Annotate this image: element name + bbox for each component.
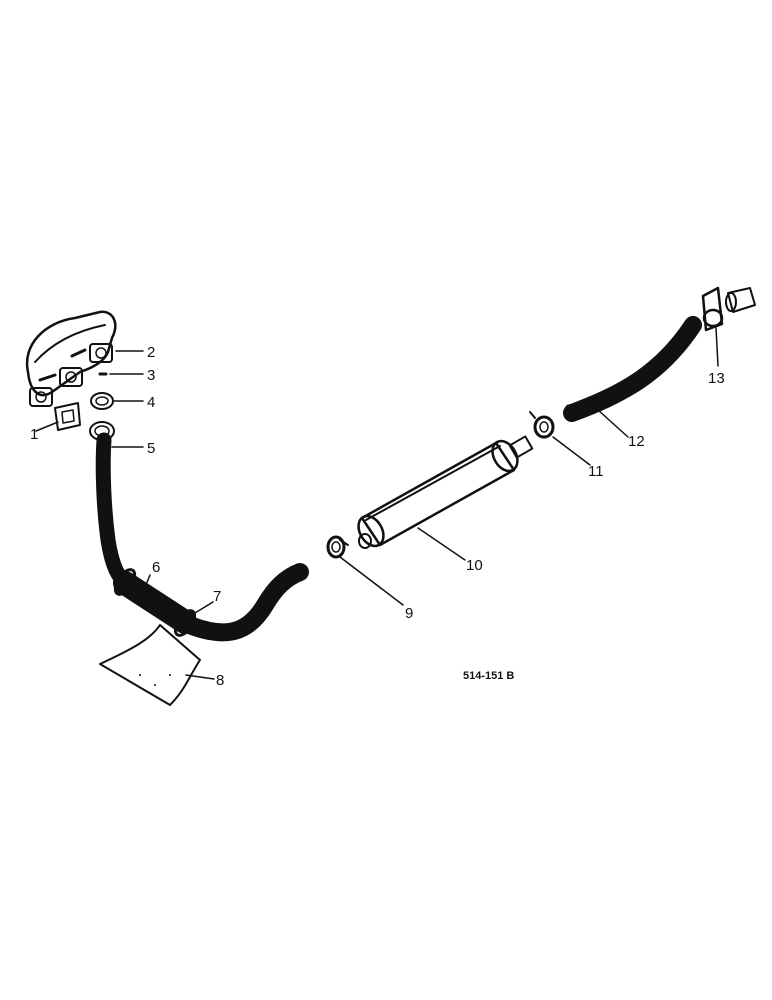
callout-12: 12 (628, 433, 645, 450)
callout-7: 7 (213, 588, 221, 605)
callout-9: 9 (405, 605, 413, 622)
drawing-reference: 514-151 B (463, 670, 514, 682)
muffler-outlet-clamp (529, 411, 555, 439)
muffler (357, 435, 534, 549)
muffler-inlet-clamp (326, 535, 349, 559)
leader-lines (35, 327, 719, 680)
pipe-gasket (90, 392, 114, 410)
callout-4: 4 (147, 394, 155, 411)
callout-3: 3 (147, 367, 155, 384)
exhaust-manifold (25, 310, 117, 407)
tail-pipe (563, 316, 702, 422)
callout-13: 13 (708, 370, 725, 387)
callout-2: 2 (147, 344, 155, 361)
intermediate-pipe (183, 563, 309, 642)
callout-8: 8 (216, 672, 224, 689)
callout-11: 11 (588, 463, 604, 480)
callout-1: 1 (30, 426, 38, 443)
tail-pipe-bracket (701, 286, 756, 332)
callout-6: 6 (152, 559, 160, 576)
heat-shield (99, 624, 201, 706)
callout-5: 5 (147, 440, 155, 457)
heat-tube (113, 571, 197, 634)
callout-10: 10 (466, 557, 483, 574)
manifold-gasket (54, 402, 81, 431)
